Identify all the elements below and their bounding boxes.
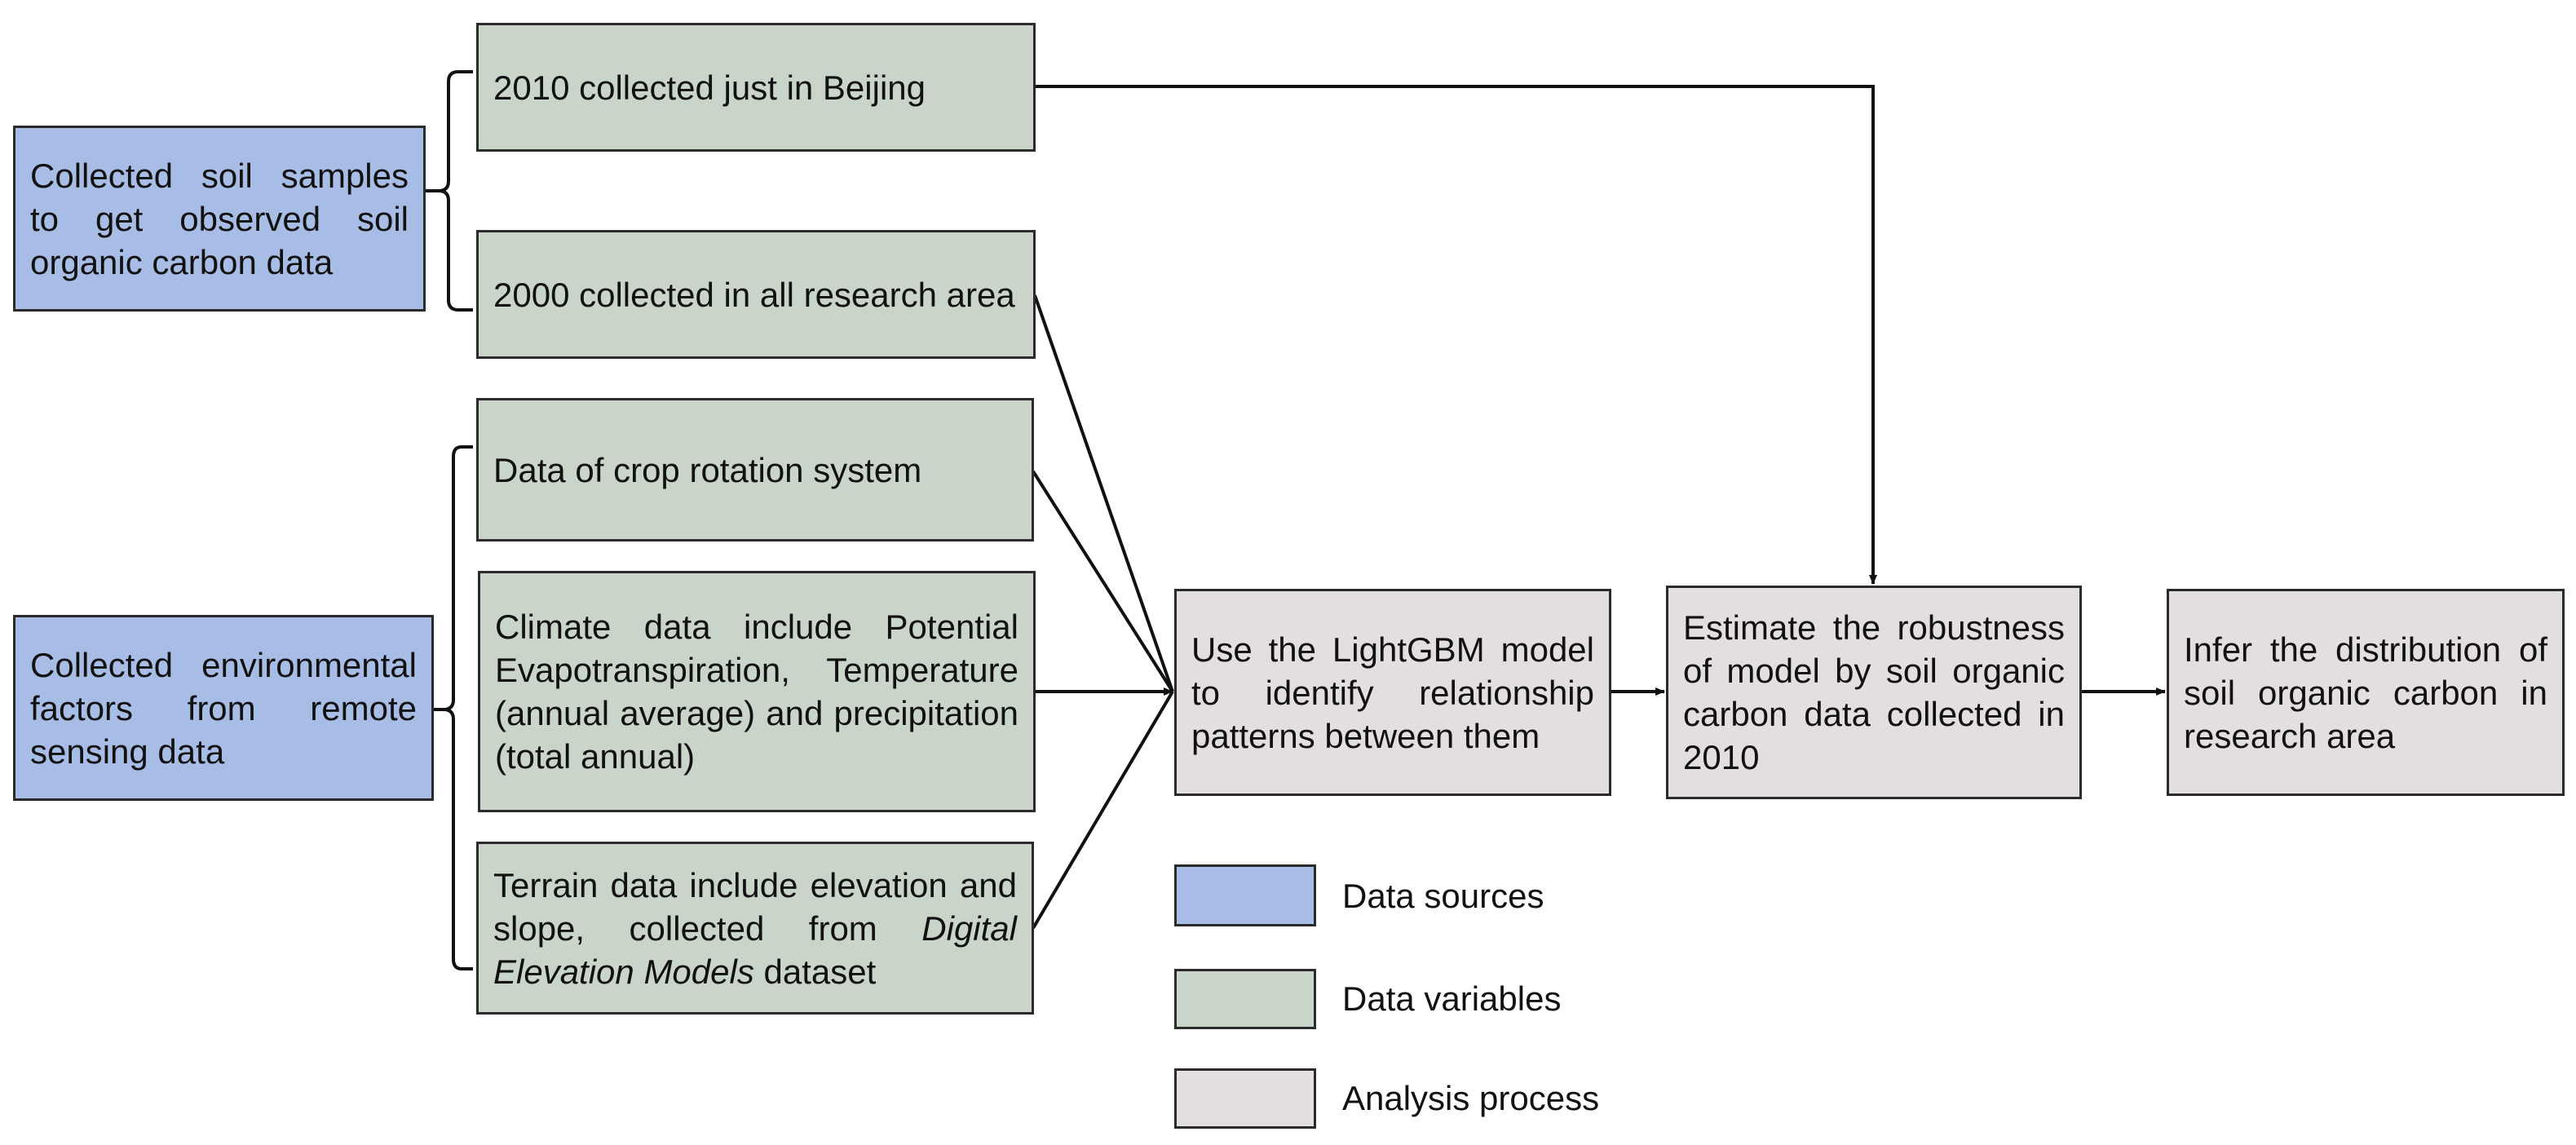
bracket-env bbox=[434, 445, 473, 970]
variable-climate: Climate data include Potential Evapotran… bbox=[478, 571, 1036, 812]
variable-terrain: Terrain data include elevation and slope… bbox=[476, 842, 1034, 1015]
source-environmental-factors: Collected environmental factors from rem… bbox=[13, 615, 434, 801]
variable-2010-beijing: 2010 collected just in Beijing bbox=[476, 23, 1036, 152]
process-lightgbm: Use the LightGBM model to identify relat… bbox=[1174, 589, 1611, 796]
legend-label-data-sources: Data sources bbox=[1342, 877, 1544, 915]
legend-swatch-data-variables bbox=[1174, 969, 1316, 1029]
process-estimate-robustness: Estimate the robustness of model by soil… bbox=[1666, 586, 2082, 799]
legend-swatch-analysis-process bbox=[1174, 1068, 1316, 1129]
line-crop-to-model bbox=[1032, 470, 1174, 693]
process-infer-distribution: Infer the distribution of soil organic c… bbox=[2167, 589, 2565, 796]
legend-label-data-variables: Data variables bbox=[1342, 979, 1562, 1018]
bracket-soil bbox=[426, 70, 473, 312]
legend-label-analysis-process: Analysis process bbox=[1342, 1079, 1600, 1117]
variable-2000-all-area: 2000 collected in all research area bbox=[476, 230, 1036, 359]
terrain-text: Terrain data include elevation and slope… bbox=[493, 865, 1017, 991]
legend-swatch-data-sources bbox=[1174, 864, 1316, 926]
line-terrain-to-model bbox=[1032, 690, 1174, 930]
arrow-beijing-to-estimate bbox=[1035, 85, 1877, 585]
line-2000-to-model bbox=[1033, 294, 1174, 692]
variable-crop-rotation: Data of crop rotation system bbox=[476, 398, 1034, 542]
source-soil-samples: Collected soil samples to get observed s… bbox=[13, 126, 426, 312]
